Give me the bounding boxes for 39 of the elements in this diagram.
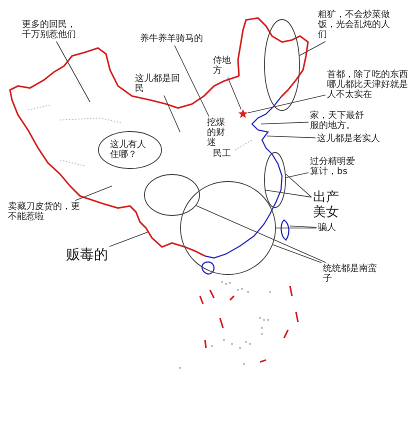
annotation-text: 家，天下最舒服的地方。 xyxy=(310,111,368,131)
annotation-text: 首都，除了吃的东西哪儿都比天津好就是人不太实在 xyxy=(327,70,411,100)
leader-line xyxy=(264,190,312,198)
annotation-text: 骗人 xyxy=(318,223,336,233)
leader-line xyxy=(266,136,316,138)
leader-line xyxy=(174,45,210,117)
star-icon xyxy=(238,109,248,119)
leader-line xyxy=(227,77,242,110)
annotation-text: 这儿有人住哪？ xyxy=(110,140,147,160)
leader-line xyxy=(260,122,309,124)
leader-line xyxy=(299,41,326,56)
annotation-text: 侍地方 xyxy=(213,56,233,76)
leader-line xyxy=(74,186,112,201)
ellipse-outline xyxy=(180,181,276,275)
leader-line xyxy=(285,174,312,198)
leader-line xyxy=(109,232,148,247)
leader-line xyxy=(56,41,90,102)
leader-line xyxy=(286,172,309,178)
annotation-text: 过分精明爱算计，bs xyxy=(310,157,358,177)
annotation-text: 这儿都是回民 xyxy=(135,74,183,94)
speech-ellipse xyxy=(98,131,162,169)
annotation-text: 出产美女 xyxy=(313,190,343,220)
annotation-text: 这儿都是老实人 xyxy=(317,134,380,144)
leader-line xyxy=(196,205,326,263)
leader-line xyxy=(248,94,326,114)
ellipse-outline xyxy=(144,174,200,216)
ellipse-outline xyxy=(264,19,300,111)
leader-line xyxy=(272,244,322,264)
leader-line xyxy=(290,226,317,228)
annotation-text: 卖藏刀皮货的，更不能惹啦 xyxy=(8,202,84,222)
leader-line xyxy=(164,95,180,132)
ellipse-outline xyxy=(264,152,286,208)
annotation-text: 民工 xyxy=(213,149,231,159)
annotation-text: 统统都是南蛮子 xyxy=(323,264,381,284)
annotation-text: 养牛养羊骑马的 xyxy=(140,34,203,44)
annotation-text: 挖煤的财迷 xyxy=(207,118,227,148)
annotation-text: 更多的回民，千万别惹他们 xyxy=(22,20,78,40)
annotation-text: 贩毒的 xyxy=(66,247,108,263)
annotation-text: 粗犷，不会炒菜做饭，光会乱炖的人们 xyxy=(318,10,394,40)
